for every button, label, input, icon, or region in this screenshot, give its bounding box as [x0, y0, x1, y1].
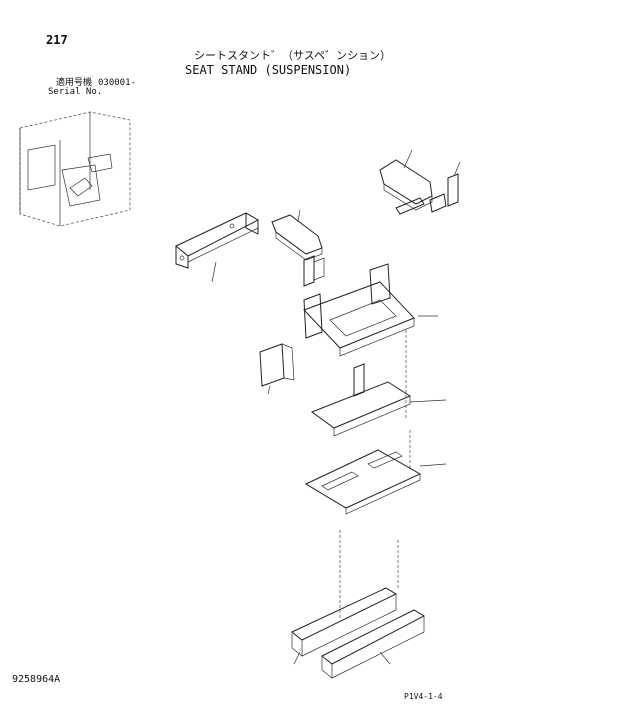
page-code: P1V4-1-4 [404, 692, 443, 701]
armrest-bracket-07 [175, 212, 260, 269]
plate-04A [304, 449, 422, 515]
armrest-cushion-13 [271, 214, 323, 261]
armrest-18 [379, 159, 433, 211]
assembly-guide-lines [339, 330, 411, 620]
leader-lines [211, 149, 461, 665]
page-title-japanese: シートスタント゛（サスペ゛ンション） [194, 49, 392, 62]
upper-frame-04C [303, 263, 415, 357]
support-plates-20 [395, 193, 447, 215]
page-number: 217 [46, 33, 68, 47]
serial-label: Serial No. [48, 87, 103, 97]
base-rail-00 [291, 587, 398, 657]
serial-value: 030001- [98, 78, 136, 88]
document-number: 9258964A [12, 674, 61, 685]
cab-location-inset [19, 111, 131, 227]
bracket-08 [259, 343, 295, 387]
page-title: SEAT STAND (SUSPENSION) [185, 63, 352, 77]
bracket-17 [447, 173, 459, 207]
armrest-bracket-12 [303, 255, 325, 287]
slide-rail-04B [310, 363, 412, 437]
base-rail-01 [321, 609, 426, 679]
serial-label-japanese: 適用号機 [56, 78, 93, 88]
